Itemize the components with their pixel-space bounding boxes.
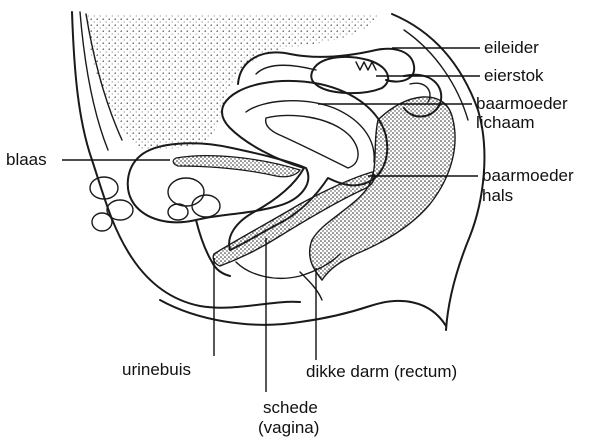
label-uterus-body-line2: lichaam (476, 113, 535, 132)
label-cervix-line2: hals (482, 186, 513, 205)
label-bladder: blaas (6, 150, 47, 169)
perineum (160, 300, 446, 326)
bladder (128, 143, 309, 222)
label-rectum: dikke darm (rectum) (306, 362, 457, 381)
ovary-fimbriae (356, 62, 376, 70)
label-vagina-line2: (vagina) (258, 418, 319, 437)
label-cervix-line1: baarmoeder (482, 166, 574, 185)
label-urethra: urinebuis (122, 360, 191, 379)
label-uterus-body-line1: baarmoeder (476, 94, 568, 113)
label-vagina-line1: schede (263, 398, 318, 417)
ovary (311, 57, 388, 93)
label-ovary: eierstok (484, 66, 544, 85)
label-oviduct: eileider (484, 38, 539, 57)
oviduct-inner (256, 65, 316, 74)
intestine-loops (90, 177, 220, 231)
